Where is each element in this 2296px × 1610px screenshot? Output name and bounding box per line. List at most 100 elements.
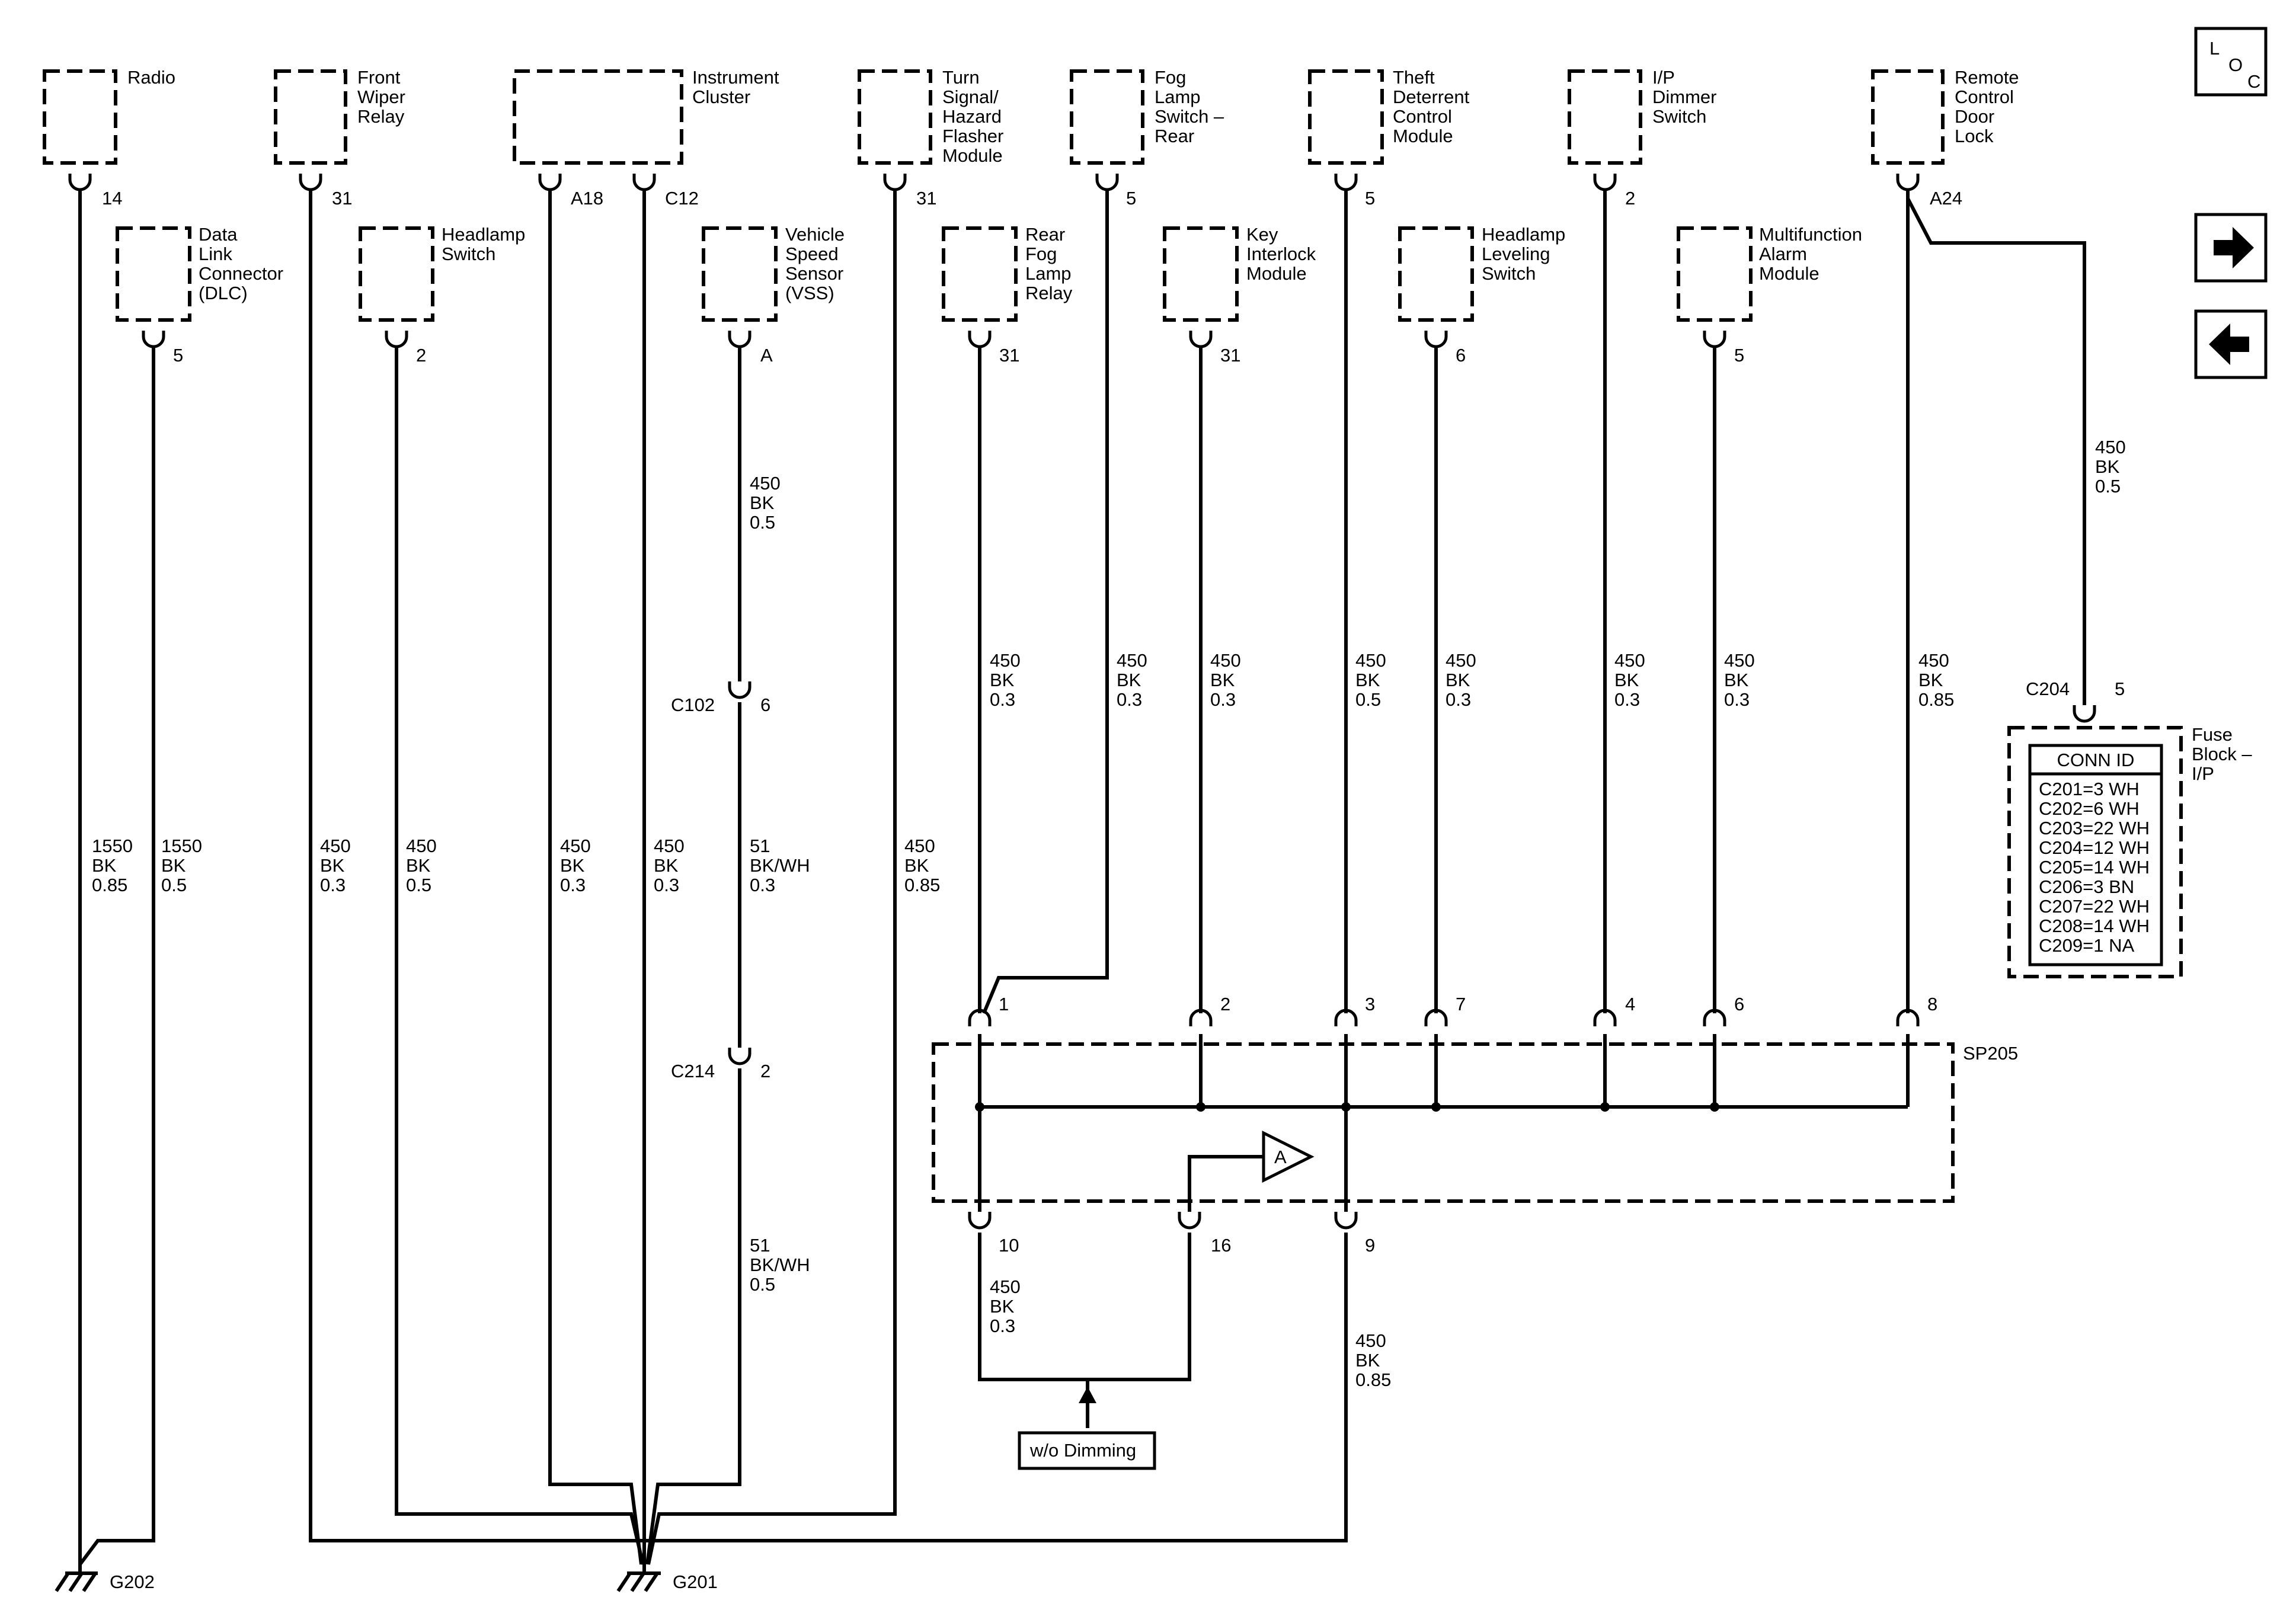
rear-fog-lamp-relay-label: Rear Fog Lamp Relay [1025, 224, 1076, 303]
connector-pins [68, 174, 2096, 1230]
dlc-pin: 5 [173, 345, 183, 366]
ground-hash [82, 1572, 97, 1592]
vss-lower-wire[interactable] [645, 1068, 741, 1565]
ground-hash [68, 1572, 84, 1592]
vss-middle-circuit-label: 51 BK/WH 0.3 [750, 836, 815, 895]
rear-fog-lamp-relay-box[interactable] [942, 226, 1018, 322]
sp205-pin9-circuit-label: 450 BK 0.85 [1355, 1330, 1391, 1390]
radio-label: Radio [127, 67, 175, 88]
sp205-pin10-circuit-label: 450 BK 0.3 [990, 1276, 1025, 1336]
headlamp-leveling-circuit-label: 450 BK 0.3 [1446, 650, 1481, 710]
sp205-pin-10: 10 [999, 1235, 1019, 1256]
turn-signal-pin: 31 [916, 188, 936, 209]
key-interlock-pin: 31 [1220, 345, 1240, 366]
ground-g201 [616, 1564, 661, 1592]
sp205-pin-3: 3 [1365, 994, 1375, 1014]
theft-deterrent-circuit-label: 450 BK 0.5 [1355, 650, 1391, 710]
fuse-feed-circuit-label: 450 BK 0.5 [2095, 437, 2131, 497]
loc-letter-o: O [2228, 55, 2243, 75]
front-wiper-circuit-label: 450 BK 0.3 [320, 836, 356, 895]
headlamp-switch-wire[interactable] [395, 347, 645, 1565]
next-page-button[interactable] [2194, 213, 2268, 283]
loc-button[interactable]: L O C [2194, 27, 2268, 97]
multifunction-pin: 5 [1734, 345, 1744, 366]
sp205-pin-7: 7 [1456, 994, 1466, 1014]
theft-pin-symbol [1334, 174, 1358, 191]
splice-dot [1196, 1102, 1205, 1112]
theft-deterrent-pin: 5 [1365, 188, 1375, 209]
sp205-pin9-wire[interactable] [646, 1233, 1348, 1542]
splice-dot [1710, 1102, 1719, 1112]
previous-page-button[interactable] [2194, 309, 2268, 379]
key-interlock-pin-symbol [1189, 331, 1213, 348]
fog-switch-rear-wire[interactable] [982, 190, 1109, 1014]
sp205-pin-2: 2 [1220, 994, 1230, 1014]
option-note-label: w/o Dimming [1029, 1440, 1136, 1461]
splice-dot [975, 1102, 984, 1112]
c214-name: C214 [671, 1061, 715, 1081]
vss-upper-circuit-label: 450 BK 0.5 [750, 473, 785, 533]
ground-g201-label: G201 [673, 1571, 718, 1592]
theft-deterrent-module-box[interactable] [1308, 69, 1384, 165]
turn-signal-pin-symbol [883, 174, 907, 191]
instrument-cluster-box[interactable] [513, 69, 683, 165]
headlamp-switch-box[interactable] [359, 226, 434, 322]
c214-pin-symbol [728, 1048, 752, 1065]
headlamp-leveling-switch-label: Headlamp Leveling Switch [1482, 224, 1571, 284]
sp205-pin10-wire[interactable] [978, 1233, 1191, 1381]
sp205-pin16-symbol [1178, 1212, 1201, 1230]
conn-id-table [2028, 744, 2163, 966]
component-labels: Radio Front Wiper Relay Instrument Clust… [127, 67, 2019, 303]
cluster-c12-pin-symbol [632, 174, 656, 191]
fuse-block-ip-box[interactable] [2007, 726, 2183, 978]
c102-name: C102 [671, 694, 715, 715]
loc-letter-l: L [2209, 38, 2220, 59]
reference-arrow-a[interactable] [1262, 1130, 1315, 1183]
radio-box[interactable] [43, 69, 117, 165]
conn-id-list: C201=3 WH C202=6 WH C203=22 WH C204=12 W… [2039, 779, 2155, 956]
key-interlock-module-box[interactable] [1163, 226, 1239, 322]
fog-lamp-switch-rear-label: Fog Lamp Switch – Rear [1155, 67, 1229, 146]
next-page-frame[interactable] [2194, 213, 2268, 283]
ip-dimmer-pin: 2 [1625, 188, 1635, 209]
ip-dimmer-circuit-label: 450 BK 0.3 [1614, 650, 1650, 710]
headlamp-switch-circuit-label: 450 BK 0.5 [406, 836, 442, 895]
component-boxes [43, 69, 1945, 322]
fuse-feed-wire[interactable] [1906, 197, 2086, 705]
vss-pin: A [760, 345, 773, 366]
ground-hash [616, 1572, 632, 1592]
fog-lamp-switch-rear-box[interactable] [1070, 69, 1144, 165]
radio-circuit-label: 1550 BK 0.85 [92, 836, 138, 895]
data-link-connector-box[interactable] [116, 226, 191, 322]
headlamp-switch-pin: 2 [416, 345, 426, 366]
fog-switch-rear-pin: 5 [1126, 188, 1136, 209]
dlc-wire[interactable] [78, 347, 155, 1566]
dlc-pin-symbol [142, 331, 165, 348]
front-wiper-wire[interactable] [309, 190, 643, 1542]
front-wiper-pin-symbol [299, 174, 322, 191]
multifunction-alarm-module-box[interactable] [1677, 226, 1753, 322]
door-lock-pin-symbol [1896, 174, 1920, 191]
c102-pin: 6 [760, 694, 770, 715]
c214-pin: 2 [760, 1061, 770, 1081]
loc-button-frame[interactable] [2194, 27, 2268, 97]
splice-dot [1341, 1102, 1351, 1112]
front-wiper-relay-box[interactable] [274, 69, 347, 165]
cluster-a18-wire[interactable] [548, 190, 643, 1565]
rear-fog-relay-pin-symbol [968, 331, 992, 348]
arrow-right-icon [2214, 227, 2254, 268]
wire-circuit-labels: 1550 BK 0.85 1550 BK 0.5 450 BK 0.3 450 … [92, 437, 2131, 1390]
sp205-splice-pack[interactable] [932, 1042, 1955, 1203]
multifunction-alarm-circuit-label: 450 BK 0.3 [1724, 650, 1760, 710]
remote-door-lock-circuit-label: 450 BK 0.85 [1918, 650, 1954, 710]
turn-signal-module-box[interactable] [858, 69, 932, 165]
sp205-pin9-symbol [1334, 1212, 1358, 1230]
vehicle-speed-sensor-box[interactable] [702, 226, 778, 322]
instrument-cluster-label: Instrument Cluster [692, 67, 784, 107]
radio-pin: 14 [102, 188, 122, 209]
headlamp-leveling-switch-box[interactable] [1398, 226, 1474, 322]
ip-dimmer-switch-box[interactable] [1568, 69, 1642, 165]
sp205-pin-4: 4 [1625, 994, 1635, 1014]
remote-control-door-lock-box[interactable] [1871, 69, 1945, 165]
